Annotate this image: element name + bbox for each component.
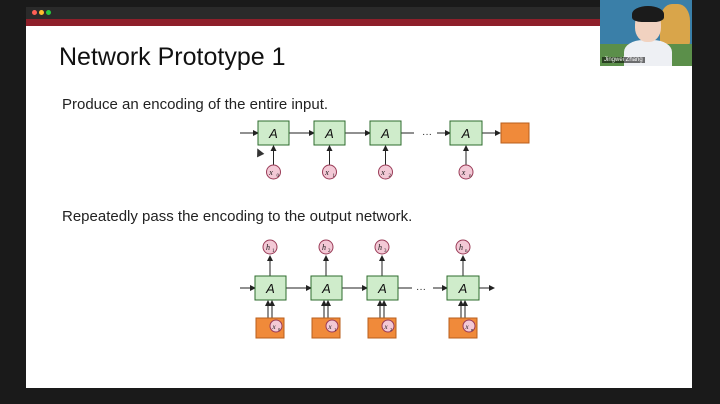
slide-title: Network Prototype 1 [59,43,286,71]
maximize-window-button[interactable] [46,10,51,15]
input-node: x 0 [266,164,281,180]
svg-text:n: n [471,327,474,332]
rnn-cell: A [449,120,483,146]
svg-text:h: h [378,243,382,252]
svg-text:1: 1 [272,249,275,254]
svg-text:A: A [324,126,334,141]
svg-text:h: h [459,243,463,252]
svg-text:h: h [266,243,270,252]
rnn-cell: A [366,275,399,301]
svg-text:n: n [469,174,472,179]
rnn-cell: A [254,275,287,301]
svg-text:3: 3 [384,249,387,254]
svg-text:2: 2 [328,249,331,254]
close-window-button[interactable] [32,10,37,15]
svg-text:h: h [322,243,326,252]
svg-text:A: A [380,126,390,141]
encoding-input-node: x 2 [367,317,397,339]
encoding-box [500,122,530,144]
svg-text:x: x [268,168,273,177]
svg-text:0: 0 [277,174,280,179]
svg-text:2: 2 [390,327,392,332]
output-node: h 3 [374,239,390,255]
svg-text:A: A [268,126,278,141]
svg-text:n: n [465,249,468,254]
svg-text:A: A [321,281,331,296]
ellipsis: ··· [422,129,432,140]
svg-text:x: x [461,168,466,177]
svg-text:x: x [380,168,385,177]
encoding-input-node: x n [448,317,478,339]
output-node: h 2 [318,239,334,255]
window-title-bar [26,7,690,19]
rnn-cell: A [310,275,343,301]
svg-text:0: 0 [278,327,281,332]
svg-text:2: 2 [389,174,392,179]
input-node: x n [458,164,474,180]
encoding-input-node: x 0 [255,317,285,339]
svg-text:x: x [271,323,276,331]
output-node: h n [455,239,471,255]
slide-header-strip [26,19,600,26]
input-node: x 1 [322,164,337,180]
video-background [660,4,690,46]
rnn-cell: A [313,120,346,146]
svg-text:1: 1 [333,174,336,179]
presentation-slide: Network Prototype 1 Produce an encoding … [26,26,692,388]
participant-hair [632,6,664,22]
svg-text:x: x [383,323,388,331]
svg-text:1: 1 [334,327,336,332]
input-node: x 2 [378,164,393,180]
encoding-description: Produce an encoding of the entire input. [62,96,329,113]
svg-text:A: A [377,281,387,296]
ellipsis: ··· [416,284,426,295]
minimize-window-button[interactable] [39,10,44,15]
svg-text:A: A [265,281,275,296]
svg-text:A: A [458,281,468,296]
svg-text:x: x [464,323,469,331]
output-description: Repeatedly pass the encoding to the outp… [62,208,413,225]
rnn-cell: A [446,275,480,301]
participant-video-tile[interactable]: Jingwei Zhang [600,0,692,66]
participant-name: Jingwei Zhang [602,57,645,63]
encoding-input-node: x 1 [311,317,341,339]
svg-text:x: x [324,168,329,177]
svg-text:x: x [327,323,332,331]
output-node: h 1 [262,239,278,255]
svg-text:A: A [461,126,471,141]
rnn-cell: A [369,120,402,146]
